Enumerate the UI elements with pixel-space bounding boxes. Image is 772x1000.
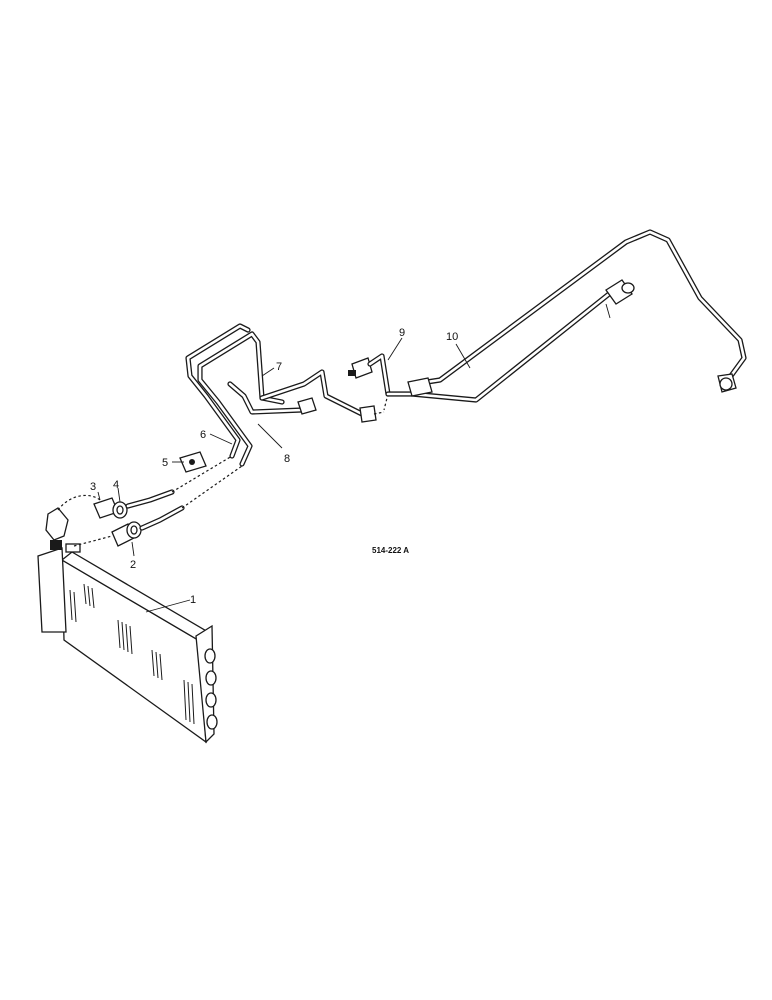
callout-6: 6 bbox=[200, 429, 206, 441]
callout-8: 8 bbox=[284, 453, 290, 465]
callout-7: 7 bbox=[276, 361, 282, 373]
callout-10: 10 bbox=[446, 331, 458, 343]
callout-1: 1 bbox=[190, 594, 196, 606]
cooler-tubes bbox=[185, 323, 377, 467]
callout-labels: 1 2 3 4 5 6 7 8 9 10 514-222 A bbox=[90, 327, 458, 606]
fitting-9 bbox=[348, 353, 391, 415]
hose-connectors bbox=[57, 455, 243, 547]
tube-clip bbox=[179, 451, 207, 473]
long-tube-10 bbox=[385, 229, 747, 403]
callout-5: 5 bbox=[162, 457, 168, 469]
oil-cooler bbox=[37, 507, 218, 744]
callout-9: 9 bbox=[399, 327, 405, 339]
callout-4: 4 bbox=[113, 479, 119, 491]
reference-code: 514-222 A bbox=[372, 546, 409, 555]
callout-3: 3 bbox=[90, 481, 96, 493]
callout-2: 2 bbox=[130, 559, 136, 571]
leader-lines bbox=[97, 337, 471, 613]
